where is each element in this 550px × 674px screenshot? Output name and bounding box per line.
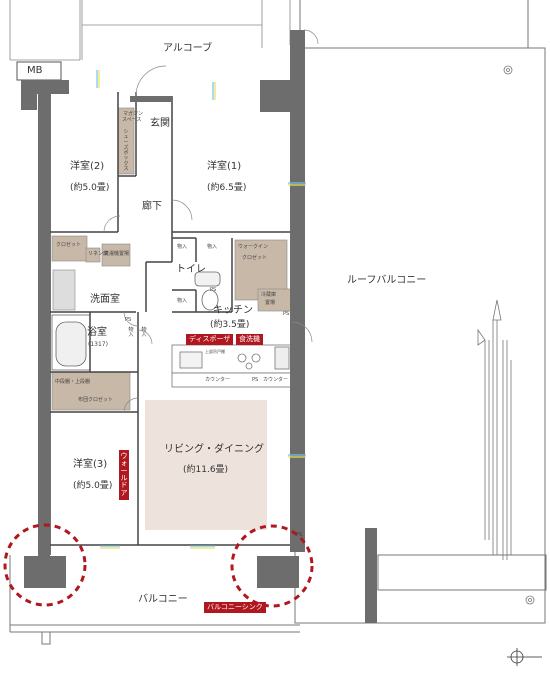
ps-label-3: PS (125, 317, 132, 323)
disposer-tag: ディスポーザ (186, 334, 234, 345)
ps-label-2: PS (210, 287, 217, 293)
hallway-label: 廊下 (142, 201, 162, 212)
walkin-label: ウォークイン (238, 244, 269, 250)
balcony-sink-tag: バルコニーシンク (204, 602, 266, 613)
storage-label-3: 物入 (177, 298, 188, 304)
fridge-label-2: 置場 (265, 300, 276, 306)
highlight-circles (3, 523, 314, 608)
compass-icon (507, 648, 542, 666)
wall-cabinet-label: 上部吊戸棚 (205, 349, 225, 354)
alcove-lines (9, 0, 291, 61)
western1-area: (約6.5畳) (207, 183, 247, 193)
kitchen-label: キッチン (213, 305, 253, 316)
living-area: (約11.6畳) (183, 465, 229, 475)
bath-label: 浴室 (87, 327, 107, 338)
toilet-label: トイレ (176, 264, 206, 275)
ps-label-1: PS (252, 377, 259, 383)
living-fill (145, 400, 267, 530)
western1-label: 洋室(1) (207, 161, 242, 172)
exterior-walls (21, 30, 377, 623)
roof-balcony-label: ルーフバルコニー (347, 275, 427, 286)
storage-label-5: 物入 (141, 327, 147, 339)
ps-label-5: PS (283, 311, 290, 317)
western3-area: (約5.0畳) (73, 481, 113, 491)
mb-label: MB (27, 65, 43, 76)
fridge-label-1: 冷蔵庫 (261, 292, 277, 298)
bath-fixtures (51, 271, 221, 371)
storage-label-2: 物入 (207, 244, 218, 250)
ps-label-4: PS (296, 532, 303, 538)
closet-label: クロゼット (56, 242, 82, 248)
storage-label-1: 物入 (177, 244, 188, 250)
mid-upper-shelf-label: 中段棚・上段棚 (55, 379, 91, 385)
washer-label: 洗濯機置場 (104, 251, 130, 257)
balcony-label: バルコニー (138, 594, 188, 605)
dishwasher-tag: 食洗機 (236, 334, 263, 345)
roof-drain-lines (477, 299, 512, 560)
roof-drains (503, 65, 535, 605)
wall-door-tag: ウォールドア (119, 450, 129, 501)
door-arcs (103, 29, 319, 413)
counter-label-2: カウンター (263, 377, 289, 383)
shoes-box-label: シューズボックス (123, 129, 129, 172)
entrance-label: 玄関 (150, 118, 170, 129)
magazine-label-1: マガジン (123, 111, 144, 117)
western3-label: 洋室(3) (73, 459, 108, 470)
kitchen-area: (約3.5畳) (210, 320, 250, 330)
bath-size: (1317) (88, 341, 108, 348)
linen-label: リネン庫 (88, 251, 109, 257)
counter-label-1: カウンター (205, 377, 231, 383)
washroom-label: 洗面室 (90, 294, 120, 305)
magazine-label-2: スペース (122, 117, 142, 123)
storage-label-4: 物入 (128, 327, 134, 339)
roof-balcony-outline (294, 0, 547, 624)
western2-area: (約5.0畳) (70, 183, 110, 193)
living-label: リビング・ダイニング (164, 444, 264, 455)
western2-label: 洋室(2) (70, 161, 105, 172)
walkin-closet-label: クロゼット (242, 255, 268, 261)
balcony-outline (9, 555, 300, 645)
kitchen-counters (171, 344, 293, 388)
windows (96, 70, 306, 549)
futon-closet-label: 布団クロゼット (78, 397, 114, 403)
alcove-label: アルコーブ (163, 43, 213, 54)
